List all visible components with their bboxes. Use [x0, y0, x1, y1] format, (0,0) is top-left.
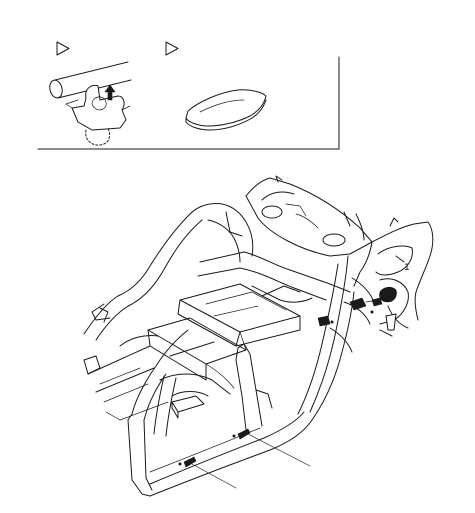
arrow-marker-icon — [371, 297, 383, 307]
pipe-end — [49, 79, 63, 99]
triangle-marker-icon — [56, 41, 70, 56]
quarter-mark — [395, 255, 405, 263]
rear-inner-1 — [351, 277, 375, 303]
marker-link — [365, 299, 379, 303]
leader-line-front — [191, 463, 237, 489]
floor-line-front — [119, 401, 169, 421]
rocker-front-end — [127, 413, 151, 497]
floor-bracket — [83, 355, 101, 375]
front-tower-tab-2 — [99, 307, 109, 323]
door-opening-front — [153, 375, 165, 435]
a-pillar-inner — [95, 219, 203, 341]
tray-rib — [295, 213, 319, 229]
b-pillar-front — [237, 343, 263, 427]
door-opening-front-inner — [165, 377, 177, 437]
pillar-right — [309, 255, 349, 413]
clip-ring — [91, 96, 107, 111]
floor-rib-2 — [103, 383, 149, 403]
pipe-clip-detail — [49, 61, 132, 146]
floor-pan-left-2 — [95, 367, 155, 393]
rocker-bottom — [149, 419, 313, 497]
marker-dot — [330, 320, 334, 324]
tray-flange-2 — [343, 211, 351, 227]
tunnel-drop — [239, 331, 247, 351]
floor-well-inner — [171, 391, 209, 397]
floor-pad-edge — [171, 401, 179, 419]
cowl-top — [221, 203, 254, 257]
wheelhouse-bracket — [385, 313, 397, 331]
vehicle-body-shell-icon — [83, 175, 434, 497]
arrow-marker-icon — [183, 456, 197, 468]
tray-flange — [355, 213, 365, 241]
tunnel-ridge-2 — [213, 305, 259, 317]
marker-dot — [178, 462, 182, 466]
rocker-front-inner — [143, 419, 153, 491]
inset-border — [37, 56, 340, 150]
cowl-step — [225, 211, 243, 237]
rear-inner-2 — [343, 301, 371, 325]
quarter-inner — [353, 241, 373, 287]
floor-well — [159, 373, 231, 395]
arrow-marker-icon — [237, 428, 251, 440]
tray-clip — [275, 175, 283, 183]
pad-detail — [185, 89, 267, 131]
marker-dot — [232, 434, 236, 438]
arrow-marker-icon — [317, 315, 331, 327]
arrow-marker-icon — [379, 286, 397, 303]
marker-dot — [370, 310, 374, 314]
floor-tunnel-front — [177, 299, 241, 347]
detail-inset — [37, 41, 340, 150]
rear-panel-edge — [261, 191, 295, 201]
floor-tunnel-right — [235, 315, 301, 347]
rear-panel-lower — [245, 195, 373, 257]
tunnel-ridge — [205, 291, 287, 311]
floor-line-mid — [205, 363, 235, 389]
rocker-rear-rise — [311, 291, 355, 421]
wheelhouse-arch — [379, 278, 409, 325]
floor-rib-1 — [99, 367, 141, 385]
pad-thickness — [185, 99, 267, 131]
rear-seat-pan — [251, 285, 313, 303]
a-pillar-outer — [83, 203, 223, 335]
rocker-top — [149, 411, 305, 485]
tray-rib-2 — [285, 203, 307, 217]
pad-top — [185, 89, 267, 127]
hidden-outline — [85, 127, 111, 146]
b-pillar-rear — [235, 347, 247, 431]
seat-pan-step — [261, 285, 301, 297]
leader-line-rear — [247, 433, 311, 467]
tray-hole-left — [261, 205, 283, 219]
floor-line-front-2 — [105, 411, 121, 421]
seat-rail-front-side — [147, 329, 207, 381]
callout-markers — [178, 286, 397, 489]
tray-hole-right — [322, 233, 346, 247]
clip-tab-left — [65, 99, 79, 109]
cowl-inner — [207, 219, 241, 263]
front-crossmember-edge — [119, 335, 159, 347]
clip-tab-right — [121, 105, 131, 111]
front-pillar-lower — [131, 329, 189, 415]
corner-tag: 1 — [404, 263, 410, 273]
rear-crossmember-top — [199, 251, 351, 293]
quarter-tab — [389, 217, 399, 227]
arrow-up-icon — [104, 84, 116, 101]
seat-rail-mid — [169, 341, 215, 357]
rear-panel-top — [245, 177, 373, 243]
clip-body — [71, 85, 127, 131]
quarter-panel — [375, 245, 413, 276]
b-pillar-foot — [255, 389, 273, 409]
rear-crossmember-bottom — [197, 267, 327, 301]
pipe-top-edge — [54, 61, 129, 81]
quarter-outer — [371, 221, 434, 321]
triangle-marker-icon — [165, 41, 179, 56]
floor-pad — [171, 395, 205, 413]
wheelhouse-tail — [379, 329, 393, 337]
pillar-right-inner — [297, 263, 339, 415]
rear-inner-3 — [329, 327, 353, 353]
pad-crease — [199, 99, 245, 113]
arrow-marker-icon — [349, 297, 367, 311]
front-tower-tab — [91, 303, 111, 321]
